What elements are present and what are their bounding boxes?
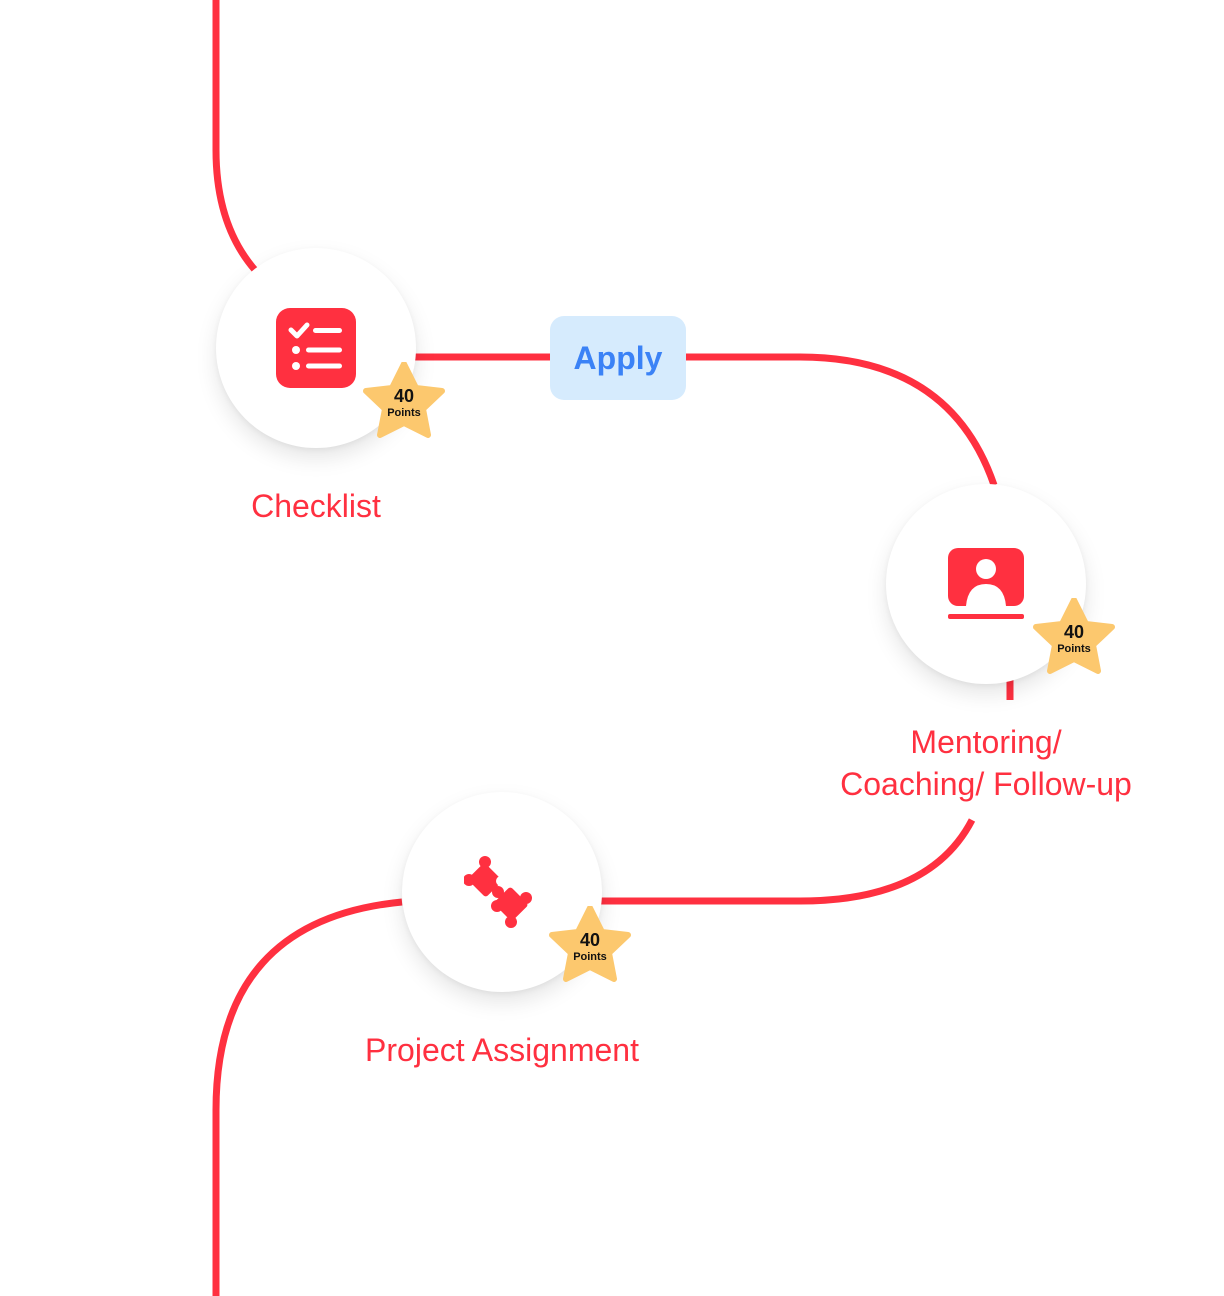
points-badge-mentoring: 40 Points	[1032, 598, 1116, 678]
star-icon	[549, 906, 631, 982]
badge-value: 40	[579, 930, 601, 950]
badge-value: 40	[1063, 622, 1085, 642]
apply-button[interactable]: Apply	[550, 316, 686, 400]
step-label-project-assignment: Project Assignment	[365, 1032, 639, 1068]
step-label-line: Mentoring/	[910, 724, 1062, 760]
star-icon	[1033, 598, 1115, 674]
badge-unit: Points	[387, 407, 421, 419]
badge-unit: Points	[573, 951, 607, 963]
points-badge-project-assignment: 40 Points	[548, 906, 632, 986]
star-icon	[363, 362, 445, 438]
step-label-line: Coaching/ Follow-up	[840, 766, 1132, 802]
badge-unit: Points	[1057, 643, 1091, 655]
badge-value: 40	[393, 386, 415, 406]
mentor-screen-icon	[946, 546, 1026, 629]
points-badge-checklist: 40 Points	[362, 362, 446, 442]
step-label-mentoring: Mentoring/ Coaching/ Follow-up	[786, 721, 1186, 805]
step-label-checklist: Checklist	[251, 488, 381, 524]
checklist-icon	[276, 308, 356, 393]
puzzle-icon	[463, 854, 540, 935]
